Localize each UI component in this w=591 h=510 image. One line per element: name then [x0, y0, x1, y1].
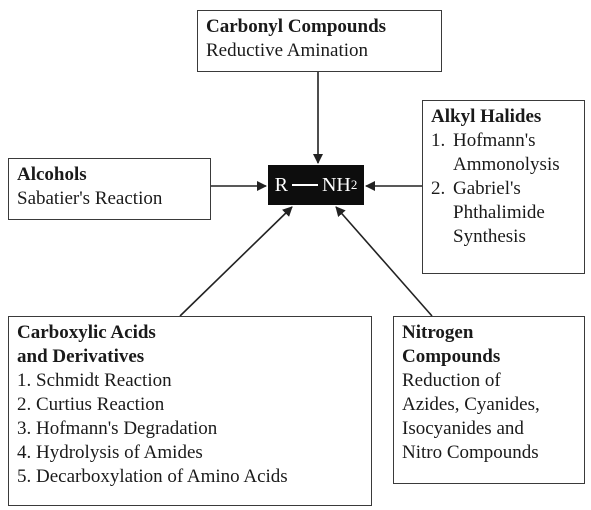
nitrogen-box: Nitrogen Compounds Reduction of Azides, … [393, 316, 585, 484]
nitrogen-line-1: Reduction of [402, 370, 501, 391]
alkyl-halides-item-1-cont: Ammonolysis [453, 154, 560, 175]
nitrogen-title-2: Compounds [402, 346, 501, 367]
alcohols-title: Alcohols [17, 164, 87, 185]
amine-r: R [274, 173, 288, 196]
arrow-carboxylic-to-amine [179, 206, 293, 317]
carboxylic-box: Carboxylic Acids and Derivatives 1. Schm… [8, 316, 372, 506]
alkyl-halides-title: Alkyl Halides [431, 106, 542, 127]
carboxylic-title-2: and Derivatives [17, 346, 145, 367]
amine-subscript: 2 [350, 177, 358, 192]
amine-bond [291, 184, 318, 186]
carboxylic-item-2: 2. Curtius Reaction [17, 394, 165, 415]
alkyl-halides-item-2: 2.Gabriel's [431, 178, 521, 199]
alkyl-halides-box: Alkyl Halides 1.Hofmann's Ammonolysis 2.… [422, 100, 585, 274]
alkyl-halides-item-2-cont: Phthalimide [453, 202, 545, 223]
nitrogen-title-1: Nitrogen [402, 322, 474, 343]
carboxylic-title-1: Carboxylic Acids [17, 322, 156, 343]
arrow-nitrogen-to-amine [335, 206, 433, 317]
carboxylic-item-5: 5. Decarboxylation of Amino Acids [17, 466, 288, 487]
nitrogen-line-2: Azides, Cyanides, [402, 394, 540, 415]
carboxylic-item-3: 3. Hofmann's Degradation [17, 418, 218, 439]
carbonyl-title: Carbonyl Compounds [206, 16, 387, 37]
carboxylic-item-1: 1. Schmidt Reaction [17, 370, 172, 391]
carbonyl-reaction: Reductive Amination [206, 40, 369, 61]
alkyl-halides-item-1: 1.Hofmann's [431, 130, 536, 151]
carboxylic-item-4: 4. Hydrolysis of Amides [17, 442, 203, 463]
carbonyl-box: Carbonyl Compounds Reductive Amination [197, 10, 442, 72]
nitrogen-line-4: Nitro Compounds [402, 442, 539, 463]
alcohols-box: Alcohols Sabatier's Reaction [8, 158, 211, 220]
alkyl-halides-item-2-cont2: Synthesis [453, 226, 526, 247]
alcohols-reaction: Sabatier's Reaction [17, 188, 163, 209]
nitrogen-line-3: Isocyanides and [402, 418, 524, 439]
amine-group: NH [321, 173, 351, 196]
